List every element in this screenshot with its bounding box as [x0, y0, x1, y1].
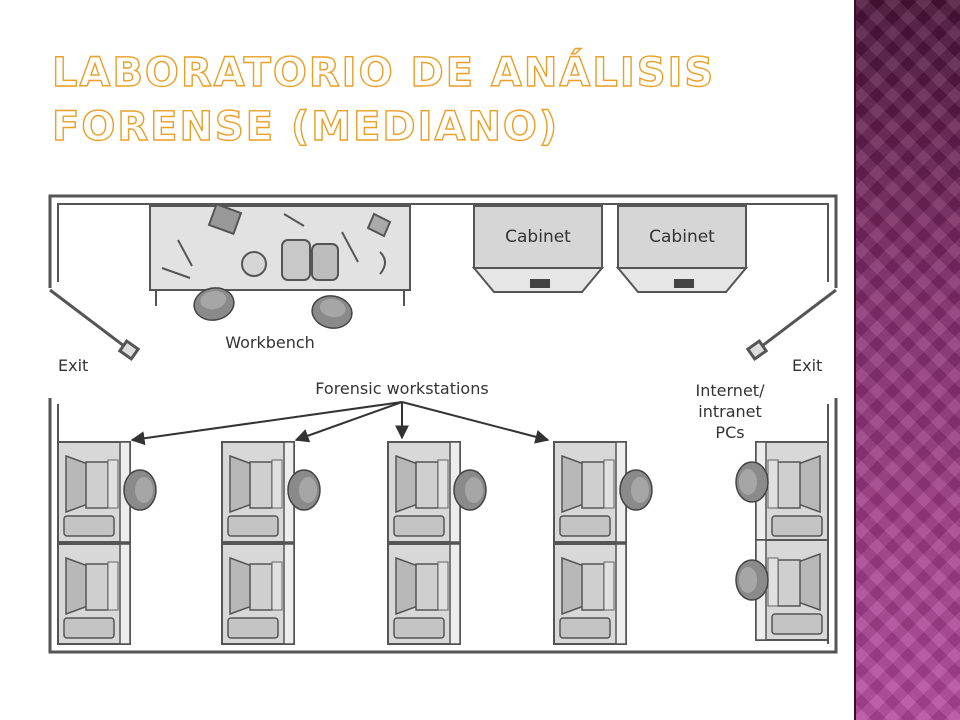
workstation [221, 543, 295, 645]
workstation-arrows [130, 401, 550, 446]
cabinet-left [471, 205, 605, 293]
workstation [387, 441, 461, 543]
title-line-1: LABORATORIO DE ANÁLISIS [51, 49, 716, 96]
exit-right-label: Exit [792, 356, 822, 375]
internet-label-line1: Internet/ [696, 381, 766, 400]
workstation [221, 441, 295, 543]
forensic-workstations-label: Forensic workstations [315, 379, 488, 398]
cabinet-right [615, 205, 749, 293]
exit-left-label: Exit [58, 356, 88, 375]
workstation [553, 441, 627, 543]
workstation [57, 441, 131, 543]
internet-label-line3: PCs [715, 423, 744, 442]
internet-label-line2: intranet [698, 402, 762, 421]
workstation [57, 543, 131, 645]
cabinet-right-label: Cabinet [649, 227, 715, 247]
exit-door-left [49, 288, 141, 362]
title-line-2: FORENSE (MEDIANO) [51, 103, 560, 150]
slide-title: LABORATORIO DE ANÁLISIS FORENSE (MEDIANO… [51, 46, 752, 154]
workbench [149, 202, 411, 306]
internet-pcs [735, 441, 829, 641]
side-panel-border [854, 0, 857, 720]
workstation [387, 543, 461, 645]
cabinet-left-label: Cabinet [505, 227, 571, 247]
workbench-label: Workbench [225, 333, 315, 352]
exit-door-right [745, 288, 837, 362]
workstation [553, 543, 627, 645]
decorative-side-panel [856, 0, 960, 720]
